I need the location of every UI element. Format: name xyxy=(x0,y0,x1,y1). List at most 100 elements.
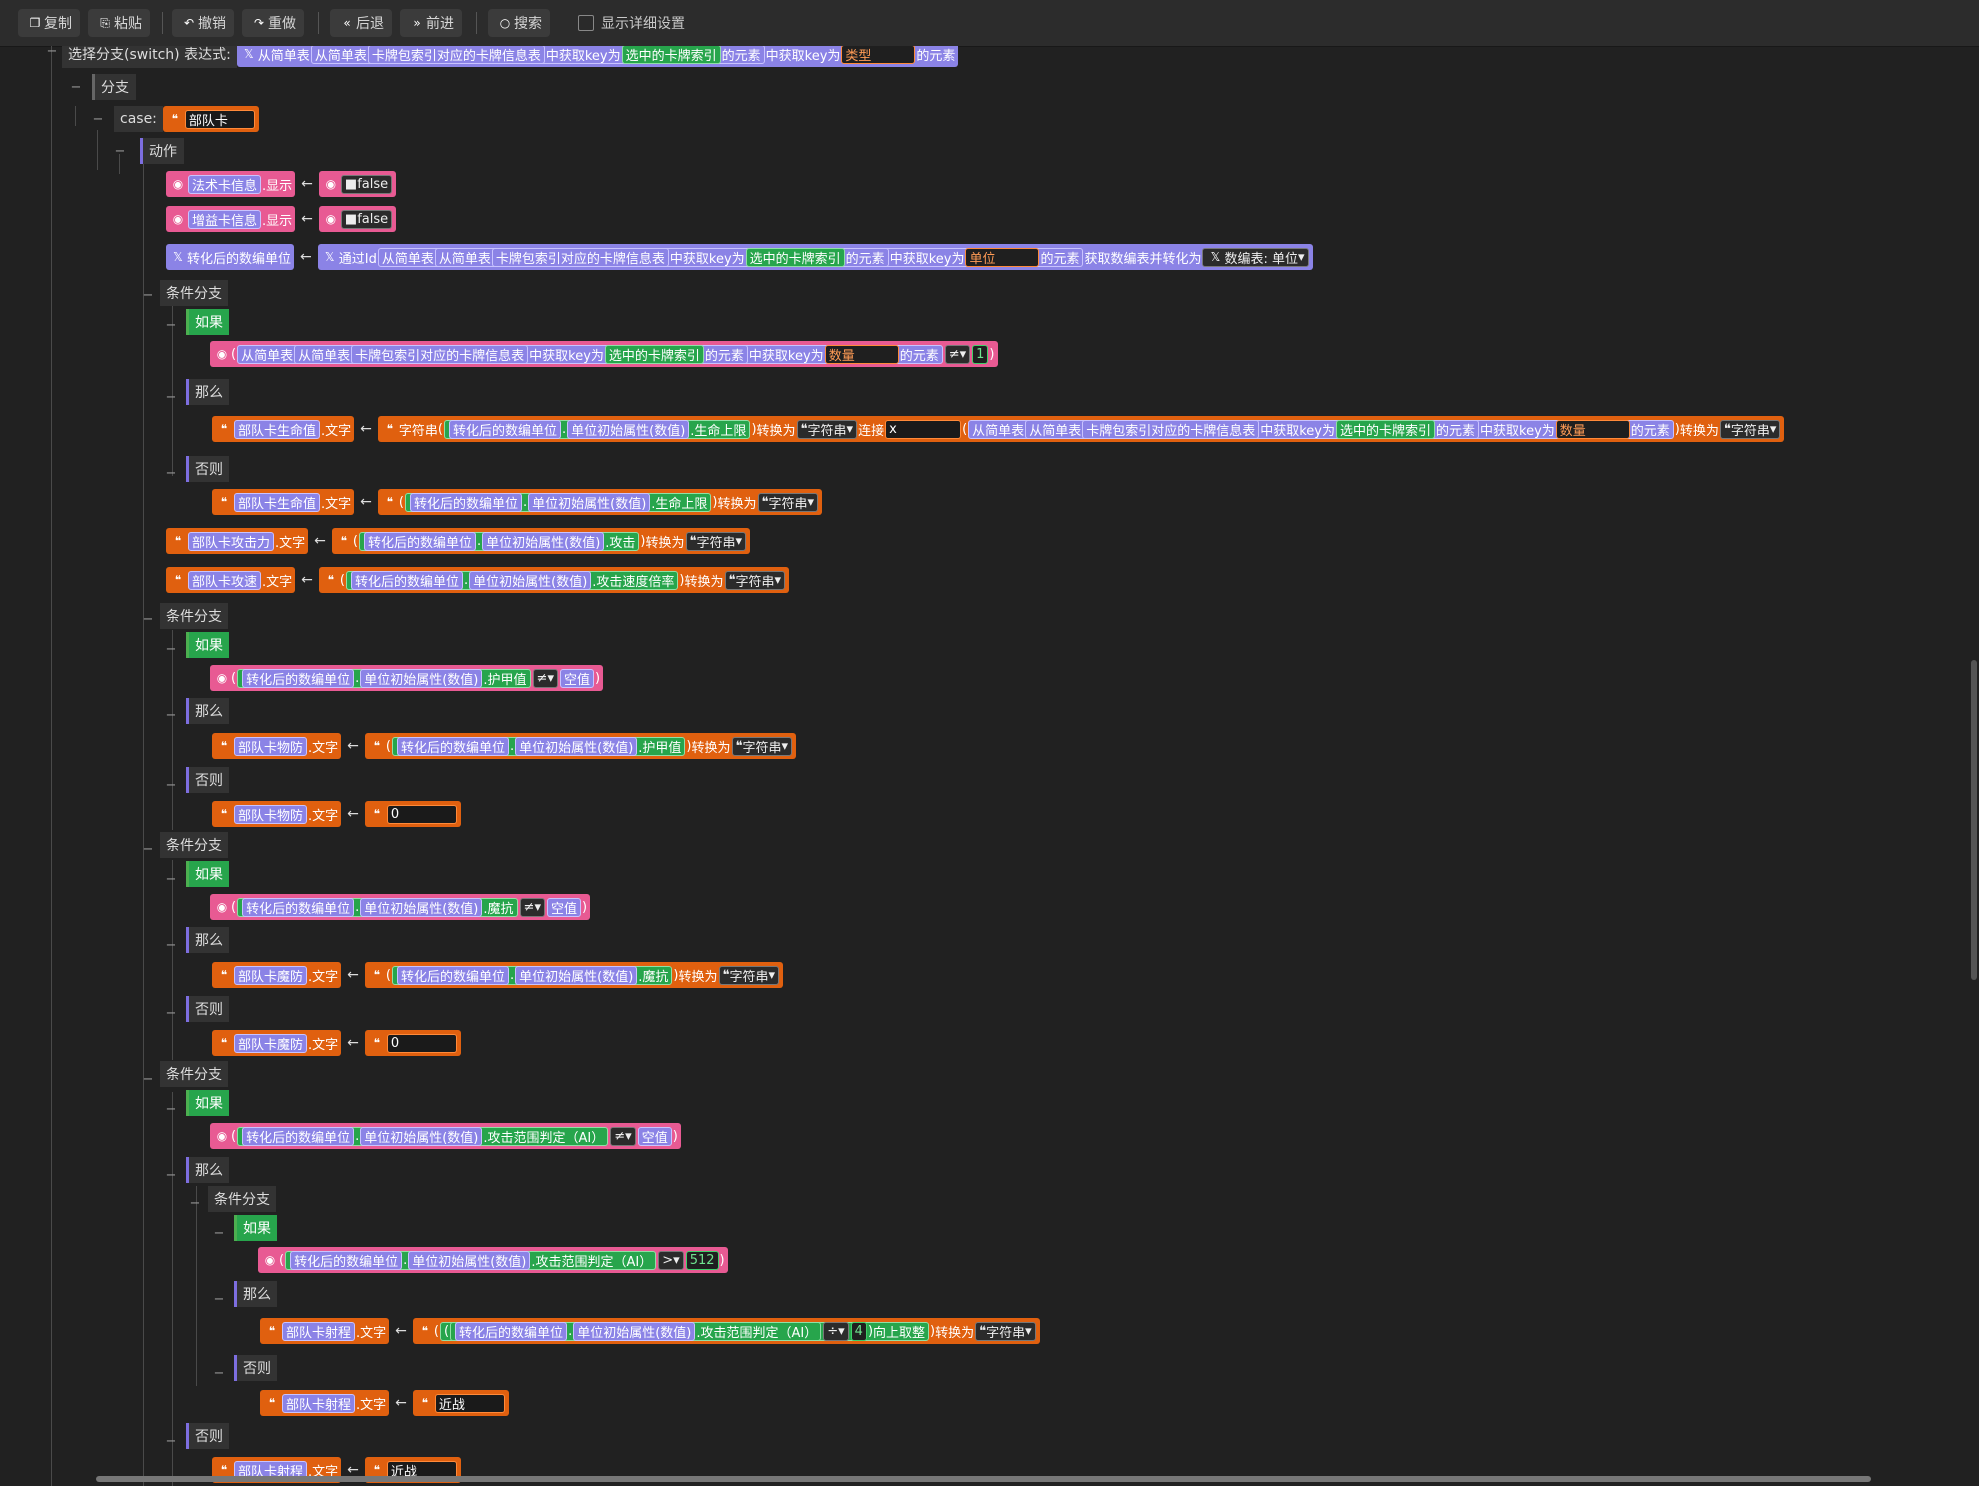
subexpr[interactable]: 转化后的数编单位.单位初始属性(数值).攻击范围判定（AI） xyxy=(237,1126,609,1146)
var-ref[interactable]: 部队卡魔防 xyxy=(234,1033,308,1053)
operator-dropdown[interactable]: >▾ xyxy=(658,1250,684,1270)
then-header[interactable]: 那么 xyxy=(186,379,229,405)
collapse-toggle[interactable]: − xyxy=(165,390,177,405)
collapse-toggle[interactable]: − xyxy=(165,1006,177,1021)
var-ref[interactable]: 转化后的数编单位 xyxy=(290,1250,403,1270)
var-ref[interactable]: 转化后的数编单位 xyxy=(448,419,561,439)
collapse-toggle[interactable]: − xyxy=(70,80,82,95)
var-ref[interactable]: 单位初始属性(数值) xyxy=(360,1126,483,1146)
collapse-toggle[interactable]: − xyxy=(165,938,177,953)
expr-block[interactable]: ❝(转化后的数编单位.单位初始属性(数值).魔抗)转换为❝ 字符串 ▾ xyxy=(364,962,784,988)
card-table-ref[interactable]: 卡牌包索引对应的卡牌信息表 xyxy=(491,247,669,267)
var-ref[interactable]: 单位初始属性(数值) xyxy=(482,531,605,551)
expr-block[interactable]: ❝0 xyxy=(364,1030,461,1056)
then-header[interactable]: 那么 xyxy=(186,1157,229,1183)
assign-block[interactable]: ❝部队卡物防.文字 xyxy=(212,801,342,827)
horizontal-scrollbar[interactable] xyxy=(96,1476,1871,1482)
var-ref[interactable]: 部队卡生命值 xyxy=(234,492,321,512)
card-table-ref[interactable]: 卡牌包索引对应的卡牌信息表 xyxy=(351,344,529,364)
key-input[interactable]: 数量 xyxy=(1555,419,1630,439)
var-ref[interactable]: 转化后的数编单位 xyxy=(363,531,476,551)
forward-button[interactable]: »前进 xyxy=(400,9,462,37)
expr-block[interactable]: ❝(转化后的数编单位.单位初始属性(数值).生命上限)转换为❝ 字符串 ▾ xyxy=(377,489,823,515)
assign-block[interactable]: ❝部队卡攻击力.文字 xyxy=(166,528,309,554)
var-ref[interactable]: 转化后的数编单位 xyxy=(409,492,522,512)
collapse-toggle[interactable]: − xyxy=(142,1072,154,1087)
then-header[interactable]: 那么 xyxy=(186,927,229,953)
number-input[interactable]: 4 xyxy=(850,1321,867,1341)
type-dropdown[interactable]: ❝ 字符串 ▾ xyxy=(975,1321,1036,1341)
var-ref[interactable]: 转化后的数编单位 xyxy=(242,668,355,688)
cond-header[interactable]: 条件分支 xyxy=(160,1061,228,1087)
var-ref[interactable]: 转化后的数编单位 xyxy=(242,1126,355,1146)
collapse-toggle[interactable]: − xyxy=(46,46,58,59)
operator-dropdown[interactable]: ≠▾ xyxy=(610,1126,636,1146)
type-dropdown[interactable]: ❝ 字符串 ▾ xyxy=(718,965,780,985)
subexpr[interactable]: 从简单表从简单表卡牌包索引对应的卡牌信息表中获取key为选中的卡牌索引的元素中获… xyxy=(237,344,943,364)
var-ref[interactable]: 转化后的数编单位 xyxy=(242,897,355,917)
subexpr[interactable]: 转化后的数编单位.单位初始属性(数值).护甲值 xyxy=(237,668,531,688)
if-header[interactable]: 如果 xyxy=(186,632,229,658)
collapse-toggle[interactable]: − xyxy=(142,842,154,857)
type-dropdown[interactable]: ❝ 字符串 ▾ xyxy=(685,531,747,551)
then-header[interactable]: 那么 xyxy=(234,1281,277,1307)
subexpr[interactable]: 转化后的数编单位.单位初始属性(数值).生命上限 xyxy=(443,419,751,439)
number-input[interactable]: 1 xyxy=(972,344,989,364)
assign-block[interactable]: ❝部队卡射程.文字 xyxy=(260,1390,390,1416)
expr-block[interactable]: ❝((转化后的数编单位.单位初始属性(数值).攻击范围判定（AI）÷▾4)向上取… xyxy=(412,1318,1040,1344)
subexpr[interactable]: 从简单表从简单表卡牌包索引对应的卡牌信息表中获取key为选中的卡牌索引的元素中获… xyxy=(377,247,1084,267)
expr-block[interactable]: ❝字符串(转化后的数编单位.单位初始属性(数值).生命上限)转换为❝ 字符串 ▾… xyxy=(377,416,1785,442)
assign-block[interactable]: ❝部队卡魔防.文字 xyxy=(212,1030,342,1056)
condition-block[interactable]: ◉(转化后的数编单位.单位初始属性(数值).护甲值≠▾空值) xyxy=(210,665,604,691)
subexpr[interactable]: 转化后的数编单位.单位初始属性(数值).魔抗 xyxy=(391,965,673,985)
expr-block[interactable]: ❝(转化后的数编单位.单位初始属性(数值).攻击速度倍率)转换为❝ 字符串 ▾ xyxy=(318,567,790,593)
assign-block[interactable]: ❝部队卡物防.文字 xyxy=(212,733,342,759)
cond-header[interactable]: 条件分支 xyxy=(160,280,228,306)
var-ref[interactable]: 单位初始属性(数值) xyxy=(515,736,638,756)
collapse-toggle[interactable]: − xyxy=(142,288,154,303)
var-ref[interactable]: 部队卡物防 xyxy=(234,804,308,824)
selected-index-ref[interactable]: 选中的卡牌索引 xyxy=(604,344,704,364)
var-ref[interactable]: 法术卡信息 xyxy=(188,174,262,194)
bool-checkbox[interactable]: ■ false xyxy=(340,174,393,194)
switch-expression[interactable]: 𝕏 从简单表 从简单表卡牌包索引对应的卡牌信息表中获取key为选中的卡牌索引的元… xyxy=(236,46,959,67)
expr-block[interactable]: ❝(转化后的数编单位.单位初始属性(数值).攻击)转换为❝ 字符串 ▾ xyxy=(331,528,751,554)
condition-block[interactable]: ◉(转化后的数编单位.单位初始属性(数值).魔抗≠▾空值) xyxy=(210,894,591,920)
type-dropdown[interactable]: ❝ 字符串 ▾ xyxy=(757,492,819,512)
cond-header[interactable]: 条件分支 xyxy=(160,603,228,629)
assign-block[interactable]: ❝部队卡射程.文字 xyxy=(260,1318,390,1344)
var-ref[interactable]: 单位初始属性(数值) xyxy=(469,570,592,590)
var-ref[interactable]: 单位初始属性(数值) xyxy=(567,419,690,439)
search-button[interactable]: ○搜索 xyxy=(488,9,550,37)
collapse-toggle[interactable]: − xyxy=(165,872,177,887)
assign-block[interactable]: ◉法术卡信息.显示 xyxy=(166,171,296,197)
subexpr[interactable]: 从简单表从简单表卡牌包索引对应的卡牌信息表中获取key为选中的卡牌索引的元素中获… xyxy=(968,419,1674,439)
action-header[interactable]: 动作 xyxy=(140,138,184,164)
if-header[interactable]: 如果 xyxy=(186,1090,229,1116)
subexpr[interactable]: 转化后的数编单位.单位初始属性(数值).生命上限 xyxy=(404,492,712,512)
subexpr[interactable]: 转化后的数编单位.单位初始属性(数值).攻击 xyxy=(358,531,640,551)
else-header[interactable]: 否则 xyxy=(186,1423,229,1449)
var-ref[interactable]: 增益卡信息 xyxy=(188,209,262,229)
collapse-toggle[interactable]: − xyxy=(213,1366,225,1381)
collapse-toggle[interactable]: − xyxy=(114,144,126,159)
string-input[interactable]: x xyxy=(885,419,962,439)
type-dropdown[interactable]: ❝ 字符串 ▾ xyxy=(796,419,858,439)
subexpr[interactable]: 转化后的数编单位.单位初始属性(数值).攻击范围判定（AI） xyxy=(285,1250,657,1270)
checkbox-box[interactable] xyxy=(578,15,594,31)
var-ref[interactable]: 部队卡攻击力 xyxy=(188,531,275,551)
subexpr[interactable]: 转化后的数编单位.单位初始属性(数值).魔抗 xyxy=(237,897,518,917)
else-header[interactable]: 否则 xyxy=(186,996,229,1022)
var-ref[interactable]: 单位初始属性(数值) xyxy=(515,965,638,985)
card-table-ref[interactable]: 卡牌包索引对应的卡牌信息表 xyxy=(367,46,545,64)
var-ref[interactable]: 单位初始属性(数值) xyxy=(573,1321,696,1341)
subexpr[interactable]: 从简单表卡牌包索引对应的卡牌信息表中获取key为选中的卡牌索引的元素 xyxy=(434,247,889,267)
else-header[interactable]: 否则 xyxy=(186,767,229,793)
assign-block[interactable]: ❝部队卡生命值.文字 xyxy=(212,416,355,442)
show-details-checkbox[interactable]: 显示详细设置 xyxy=(578,9,685,37)
null-value[interactable]: 空值 xyxy=(559,668,594,688)
collapse-toggle[interactable]: − xyxy=(165,466,177,481)
back-button[interactable]: «后退 xyxy=(330,9,392,37)
